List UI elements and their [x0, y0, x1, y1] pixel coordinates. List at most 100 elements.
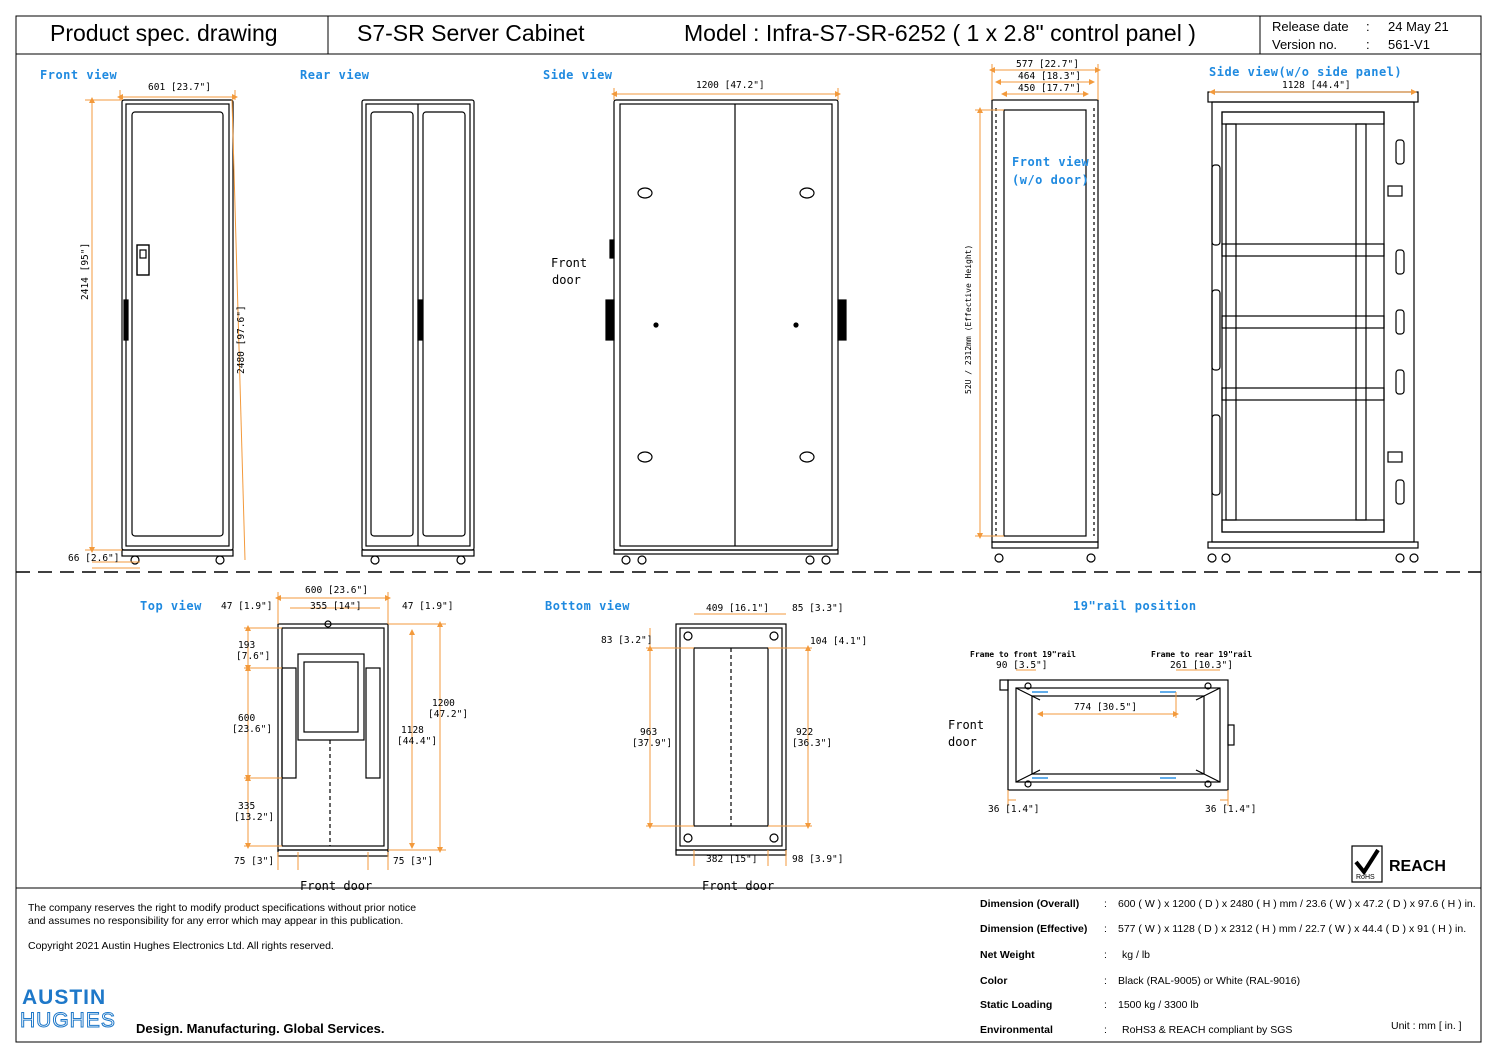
rail-rear-label: Frame to rear 19"rail	[1151, 650, 1253, 659]
top-1200-dim: 1200	[432, 698, 455, 709]
rail-774-dim: 774 [30.5"]	[1074, 702, 1137, 713]
spec-key: Environmental	[980, 1024, 1053, 1036]
top-mid-dim: 355 [14"]	[310, 601, 362, 612]
side-view-label: Side view	[543, 68, 613, 82]
rail-position-dimensions	[1007, 669, 1229, 806]
rail-front-label: Frame to front 19"rail	[970, 650, 1076, 659]
spec-value: 600 ( W ) x 1200 ( D ) x 2480 ( H ) mm /…	[1118, 898, 1476, 910]
snp-depth-dim: 1128 [44.4"]	[1282, 80, 1351, 91]
doc-type-title: Product spec. drawing	[50, 20, 278, 46]
bot-83-dim: 83 [3.2"]	[601, 635, 653, 646]
fnd-width-450: 450 [17.7"]	[1018, 83, 1081, 94]
spec-sep: :	[1104, 898, 1107, 910]
top-view-dimensions	[244, 592, 446, 870]
side-front-door-callout-2: door	[552, 273, 581, 287]
release-sep: :	[1366, 19, 1370, 34]
bottom-front-door-callout: Front door	[702, 879, 775, 893]
rail-position-drawing	[999, 679, 1235, 791]
brand-logo-austin: AUSTIN	[22, 986, 107, 1009]
rohs-label: RoHS	[1356, 874, 1375, 881]
front-view-drawing	[121, 99, 234, 565]
bot-85-dim: 85 [3.3"]	[792, 603, 844, 614]
brand-logo-hughes: HUGHES	[20, 1009, 116, 1033]
spec-key: Dimension (Effective)	[980, 923, 1088, 935]
top-600-dim: 600	[238, 713, 256, 724]
model-title: Model : Infra-S7-SR-6252 ( 1 x 2.8" cont…	[684, 20, 1196, 46]
bot-104-dim: 104 [4.1"]	[810, 636, 868, 647]
spec-sep: :	[1104, 949, 1107, 961]
rear-view-label: Rear view	[300, 68, 370, 82]
front-width-dim: 601 [23.7"]	[148, 82, 211, 93]
spec-key: Net Weight	[980, 949, 1035, 961]
rail-36-right-dim: 36 [1.4"]	[1205, 804, 1257, 815]
spec-value: 1500 kg / 3300 lb	[1118, 999, 1199, 1011]
disclaimer-line-1: The company reserves the right to modify…	[28, 902, 417, 914]
spec-key: Color	[980, 975, 1008, 987]
side-depth-dim: 1200 [47.2"]	[696, 80, 765, 91]
top-front-door-callout: Front door	[300, 879, 373, 893]
bottom-view-drawing	[675, 623, 787, 856]
bot-409-dim: 409 [16.1"]	[706, 603, 769, 614]
rohs-reach-badge	[1351, 845, 1383, 883]
top-75-right-dim: 75 [3"]	[393, 856, 434, 867]
top-600-in-dim: [23.6"]	[232, 724, 273, 735]
spec-value: 577 ( W ) x 1128 ( D ) x 2312 ( H ) mm /…	[1118, 923, 1467, 935]
release-value: 24 May 21	[1388, 19, 1449, 34]
top-width-dim: 600 [23.6"]	[305, 585, 368, 596]
front-view-no-door-label-2: (w/o door)	[1012, 173, 1090, 187]
spec-value: Black (RAL-9005) or White (RAL-9016)	[1118, 975, 1301, 987]
unit-note: Unit : mm [ in. ]	[1391, 1020, 1462, 1032]
rail-rear-value: 261 [10.3"]	[1170, 660, 1233, 671]
bot-922-dim: 922	[796, 727, 814, 738]
top-left-dim: 47 [1.9"]	[221, 601, 273, 612]
side-view-no-panel-drawing	[1207, 91, 1419, 563]
rear-view-drawing	[361, 99, 475, 565]
rail-position-label: 19"rail position	[1073, 599, 1197, 613]
top-view-label: Top view	[140, 599, 202, 613]
front-view-label: Front view	[40, 68, 118, 82]
bot-963-dim: 963	[640, 727, 658, 738]
front-total-height-dim: 2480 [97.6"]	[236, 305, 247, 374]
rail-position-rails	[1032, 691, 1176, 779]
copyright: Copyright 2021 Austin Hughes Electronics…	[28, 940, 334, 952]
front-view-dimensions	[85, 90, 246, 569]
side-view-no-panel-label: Side view(w/o side panel)	[1209, 65, 1403, 79]
release-label: Release date	[1272, 19, 1349, 34]
disclaimer-line-2: and assumes no responsibility for any er…	[28, 915, 404, 927]
tagline: Design. Manufacturing. Global Services.	[136, 1021, 385, 1036]
bot-98-dim: 98 [3.9"]	[792, 854, 844, 865]
fnd-effective-height: 52U / 2312mm (Effective Height)	[964, 244, 973, 394]
front-view-no-door-dimensions	[975, 64, 1101, 539]
spec-value: kg / lb	[1122, 949, 1151, 961]
front-view-no-door-drawing	[991, 99, 1099, 563]
top-193-in-dim: [7.6"]	[236, 651, 271, 662]
top-view-drawing	[277, 620, 389, 857]
top-1200-in-dim: [47.2"]	[428, 709, 469, 720]
rail-front-door-callout-1: Front	[948, 718, 985, 732]
spec-key: Static Loading	[980, 999, 1053, 1011]
top-335-dim: 335	[238, 801, 256, 812]
spec-sep: :	[1104, 923, 1107, 935]
top-335-in-dim: [13.2"]	[234, 812, 275, 823]
bottom-view-label: Bottom view	[545, 599, 630, 613]
bot-963-in-dim: [37.9"]	[632, 738, 673, 749]
product-title: S7-SR Server Cabinet	[357, 20, 585, 46]
front-base-dim: 66 [2.6"]	[68, 553, 120, 564]
spec-sep: :	[1104, 975, 1107, 987]
fnd-width-577: 577 [22.7"]	[1016, 59, 1079, 70]
rail-front-door-callout-2: door	[948, 735, 977, 749]
top-1128-dim: 1128	[401, 725, 424, 736]
side-view-dimensions	[611, 88, 841, 100]
spec-sep: :	[1104, 1024, 1107, 1036]
front-view-no-door-label-1: Front view	[1012, 155, 1090, 169]
fnd-width-464: 464 [18.3"]	[1018, 71, 1081, 82]
version-value: 561-V1	[1388, 37, 1430, 52]
rail-36-left-dim: 36 [1.4"]	[988, 804, 1040, 815]
sheet-frame	[15, 15, 1482, 1043]
side-view-drawing	[605, 99, 847, 565]
spec-key: Dimension (Overall)	[980, 898, 1080, 910]
bottom-view-dimensions	[646, 613, 812, 866]
bot-382-dim: 382 [15"]	[706, 854, 758, 865]
top-1128-in-dim: [44.4"]	[397, 736, 438, 747]
